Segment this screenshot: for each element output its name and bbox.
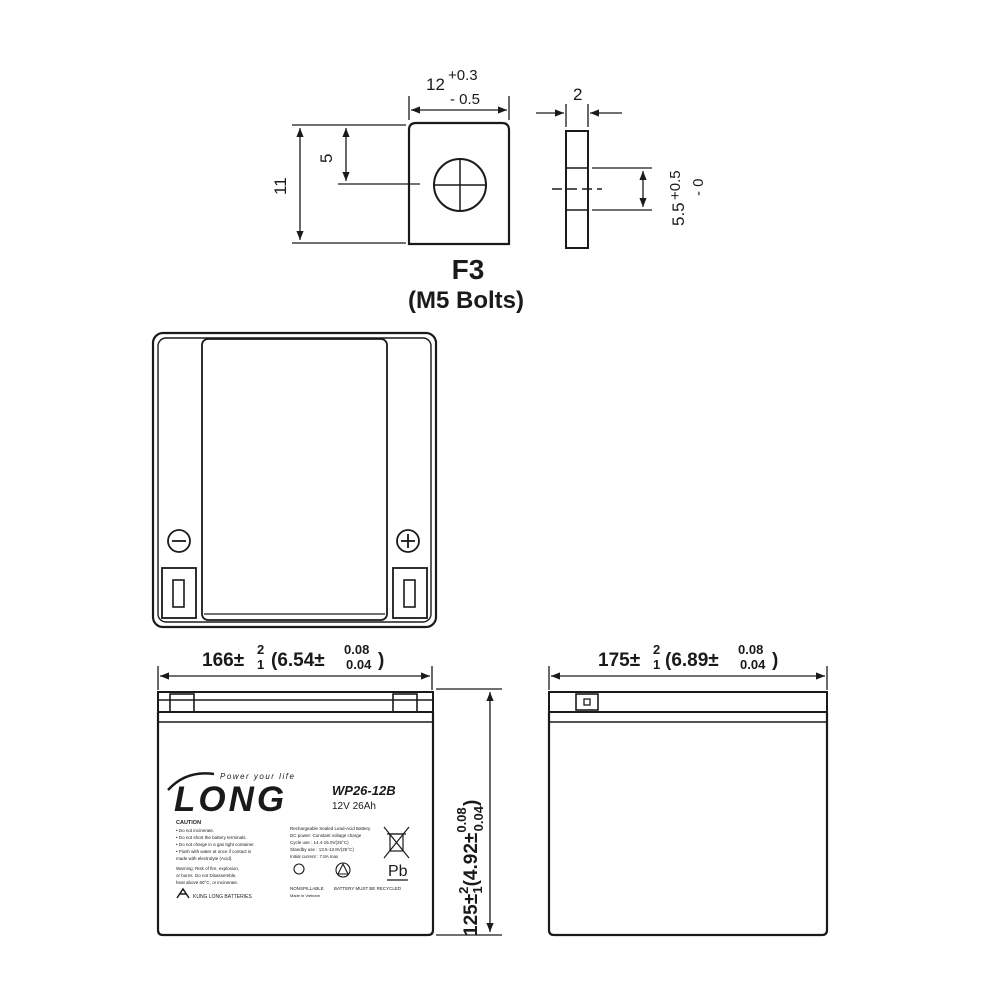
label-brand-swoosh — [167, 772, 215, 791]
label-brand: LONG — [174, 780, 287, 819]
width-inch-up: 0.08 — [738, 642, 763, 657]
caution-title: CAUTION — [176, 820, 201, 826]
top-view-outer — [151, 331, 438, 629]
front-view-lid — [157, 691, 434, 713]
length-inch-down: 0.04 — [346, 657, 372, 672]
warning-line: or burns. Do not Disassemble, — [176, 873, 237, 878]
label-pb: Pb — [388, 863, 408, 880]
positive-terminal-marker — [396, 529, 420, 553]
terminal-type-label: F3 — [452, 254, 485, 285]
terminal-offset-label: 5 — [317, 154, 336, 163]
label-company: KUNG LONG BATTERIES — [193, 894, 252, 900]
negative-terminal-top — [161, 567, 197, 619]
spec-line: Rechargeable Sealed Lead-Acid Battery — [290, 826, 371, 831]
terminal-front-outline — [407, 121, 511, 246]
ul-mark-icon — [293, 863, 305, 875]
warning-line: heat above 60°C, or incinerate. — [176, 880, 238, 885]
terminal-hole-tol-minus: - 0 — [690, 178, 707, 196]
length-close: ) — [378, 650, 384, 671]
caution-line: made with electrolyte (Acid). — [176, 856, 233, 861]
label-nonspillable: NONSPILLABLE — [290, 886, 324, 891]
caution-line: • Do not charge in a gas tight container… — [176, 842, 255, 847]
top-view-center-panel — [201, 338, 388, 621]
front-view-body — [156, 712, 435, 937]
length-tol-down: 1 — [257, 657, 264, 672]
warning-line: Warning: Risk of fire, explosion, — [176, 866, 239, 871]
spec-line: DC power: Constant voltage charge — [290, 833, 362, 838]
terminal-hole-main: 5.5 — [669, 202, 688, 226]
width-inch: (6.89± — [665, 650, 719, 671]
length-dimension: 166± 2 1 (6.54± 0.08 0.04 ) — [157, 642, 433, 690]
terminal-bolt-label: (M5 Bolts) — [408, 287, 524, 314]
kung-long-logo-icon — [176, 887, 190, 899]
width-tol-up: 2 — [653, 642, 660, 657]
terminal-hole-tol-plus: +0.5 — [667, 170, 684, 200]
negative-terminal-marker — [167, 529, 191, 553]
caution-line: • Flush with water at once if contact is — [176, 849, 252, 854]
length-inch: (6.54± — [271, 650, 325, 671]
terminal-width-main: 12 — [426, 75, 445, 94]
battery-front-view: Power your life LONG WP26-12B 12V 26Ah C… — [156, 691, 435, 937]
terminal-height-label: 11 — [271, 177, 290, 195]
positive-terminal-top — [392, 567, 428, 619]
battery-top-view — [151, 331, 438, 629]
side-view-body — [547, 712, 829, 937]
terminal-thickness-label: 2 — [573, 85, 582, 104]
terminal-detail: 12 +0.3 - 0.5 11 5 2 5.5 +0.5 - 0 F3 (M5… — [271, 67, 707, 314]
terminal-width-tol-plus: +0.3 — [448, 67, 478, 84]
battery-side-view — [547, 691, 829, 937]
spec-line: Initial current : 7.8A max — [290, 854, 339, 859]
width-inch-down: 0.04 — [740, 657, 766, 672]
caution-line: • Do not short the battery terminals. — [176, 835, 247, 840]
spec-line: Cycle use : 14.4-15.0V(25°C) — [290, 840, 349, 845]
width-main: 175± — [598, 650, 640, 671]
side-view-terminal — [575, 693, 599, 711]
width-dimension: 175± 2 1 (6.89± 0.08 0.04 ) — [548, 642, 828, 690]
label-slogan: Power your life — [220, 772, 295, 781]
label-rating: 12V 26Ah — [332, 801, 376, 812]
label-model: WP26-12B — [332, 783, 396, 798]
caution-line: • Do not incinerate. — [176, 828, 214, 833]
label-recycle: BATTERY MUST BE RECYCLED — [334, 886, 402, 891]
label-made-in: Made in Vietnam — [290, 893, 321, 898]
side-view-lid — [548, 691, 828, 713]
battery-label: Power your life LONG WP26-12B 12V 26Ah C… — [167, 772, 410, 900]
spec-line: Standby use : 13.5-13.8V(25°C) — [290, 847, 354, 852]
length-main: 166± — [202, 650, 244, 671]
length-inch-up: 0.08 — [344, 642, 369, 657]
width-close: ) — [772, 650, 778, 671]
length-tol-up: 2 — [257, 642, 264, 657]
width-tol-down: 1 — [653, 657, 660, 672]
terminal-width-tol-minus: - 0.5 — [450, 91, 480, 108]
crossed-bin-icon — [383, 826, 410, 859]
